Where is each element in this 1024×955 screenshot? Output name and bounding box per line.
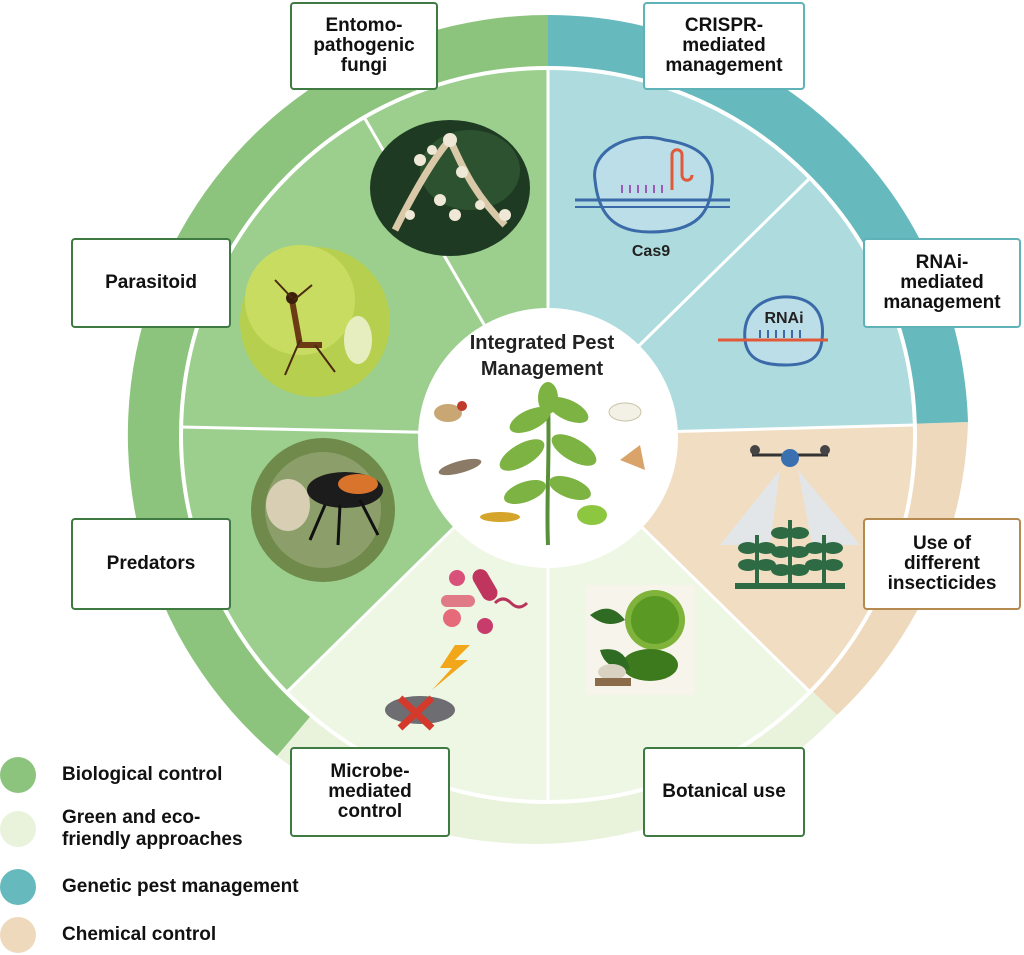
legend-item-green: Green and eco- friendly approaches: [0, 807, 243, 850]
rnai-icon: [718, 295, 828, 367]
microbe-icons: [385, 569, 529, 731]
legend-swatch-genetic: [0, 869, 36, 905]
box-microbe: Microbe- mediated control: [290, 747, 450, 837]
legend-label-genetic: Genetic pest management: [62, 876, 299, 897]
rnai-label: RNAi: [764, 310, 803, 327]
legend-swatch-biological: [0, 757, 36, 793]
cas9-icon: [575, 135, 730, 234]
drone-spray-icon: [720, 445, 860, 589]
legend-label-green: Green and eco- friendly approaches: [62, 807, 243, 850]
box-crispr: CRISPR- mediated management: [643, 2, 805, 90]
center-title: Integrated Pest Management: [469, 332, 615, 380]
fungi-photo: [370, 120, 530, 256]
box-predators: Predators: [71, 518, 231, 610]
predators-photo: [251, 438, 395, 582]
legend-label-biological: Biological control: [62, 764, 223, 785]
parasitoid-photo: [240, 245, 390, 397]
legend-label-chemical: Chemical control: [62, 924, 217, 945]
box-botanical: Botanical use: [643, 747, 805, 837]
box-parasitoid: Parasitoid: [71, 238, 231, 328]
botanical-photo: [585, 585, 695, 695]
cas9-label: Cas9: [632, 243, 670, 260]
legend-swatch-green: [0, 811, 36, 847]
legend-item-genetic: Genetic pest management: [0, 869, 299, 905]
box-rnai: RNAi- mediated management: [863, 238, 1021, 328]
legend-item-biological: Biological control: [0, 757, 222, 793]
legend-swatch-chemical: [0, 917, 36, 953]
box-insecticides: Use of different insecticides: [863, 518, 1021, 610]
box-entomopathogenic-fungi: Entomo- pathogenic fungi: [290, 2, 438, 90]
pest-icons: [434, 401, 645, 525]
legend-item-chemical: Chemical control: [0, 917, 216, 953]
plant-icon: [499, 382, 597, 546]
